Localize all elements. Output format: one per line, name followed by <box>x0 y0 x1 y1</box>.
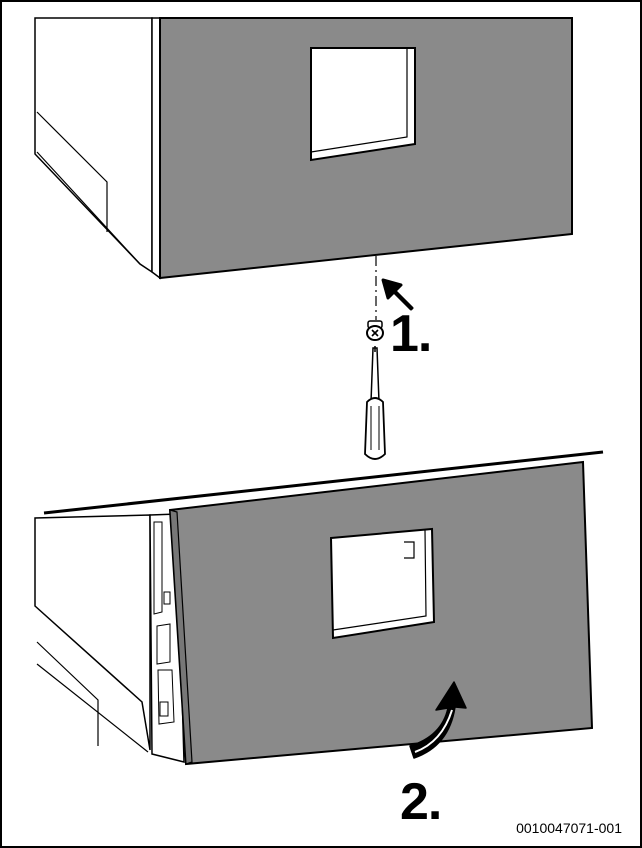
appliance-top-view <box>34 17 573 280</box>
curved-arrow-up-icon <box>409 681 467 759</box>
appliance-body-bottom <box>34 514 151 751</box>
screw-icon <box>366 320 384 341</box>
appliance-bottom-view <box>34 460 594 766</box>
inspection-window-top <box>310 47 416 162</box>
appliance-body-top <box>34 17 153 274</box>
screwdriver-icon <box>364 346 386 460</box>
figure-id: 0010047071-001 <box>516 820 622 836</box>
separator-line <box>43 450 604 515</box>
step-1-label: 1. <box>390 305 432 363</box>
step-2-label: 2. <box>400 773 442 831</box>
inspection-window-bottom <box>329 527 436 640</box>
arrow-up-left-icon <box>381 278 414 311</box>
